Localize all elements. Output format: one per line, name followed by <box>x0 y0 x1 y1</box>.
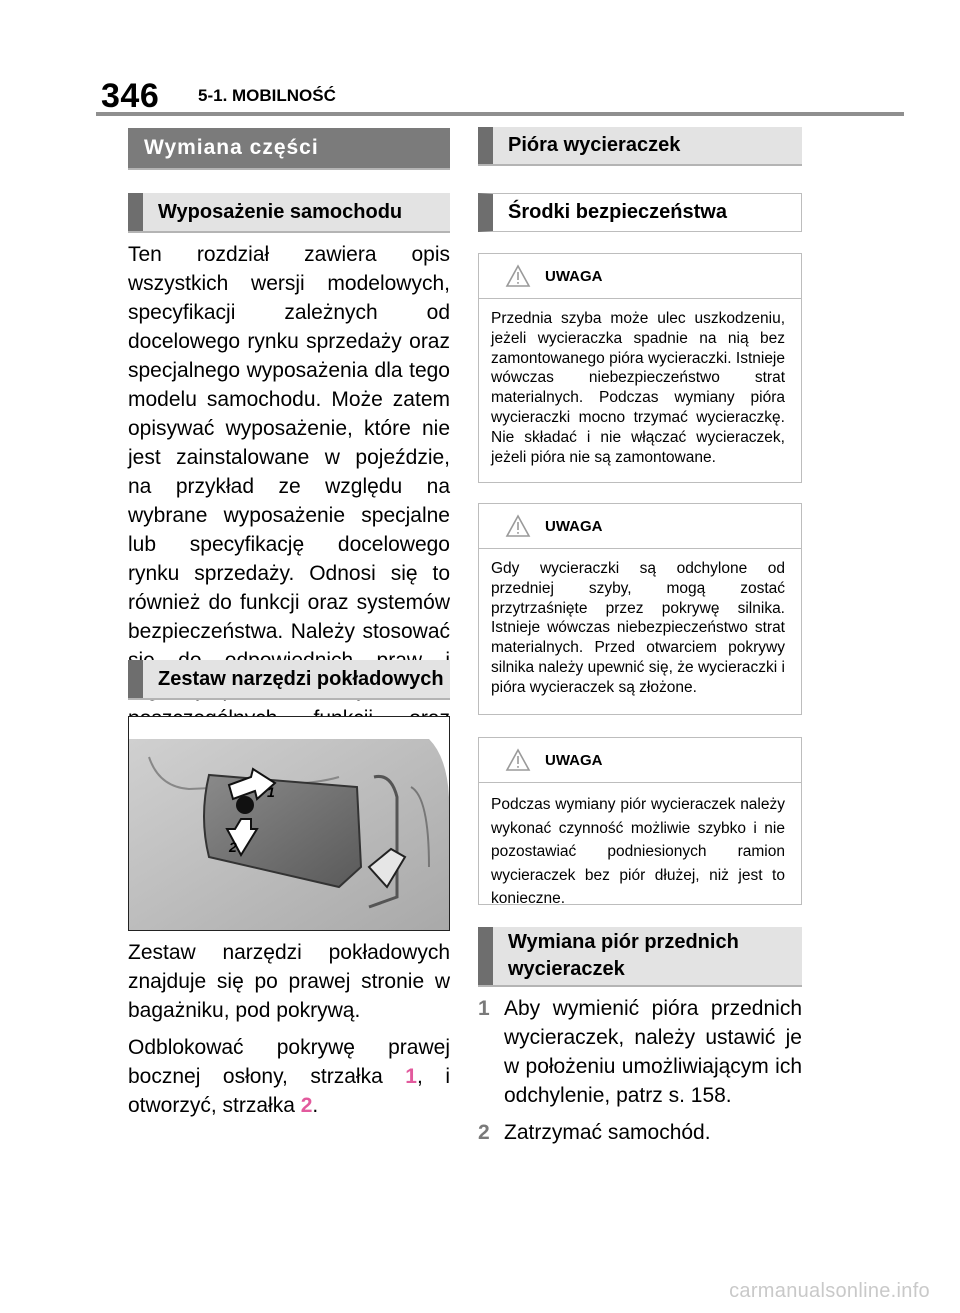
step-1: 1 Aby wymienić pióra przednich wycieracz… <box>478 994 802 1110</box>
warning-box-3: UWAGA Podczas wymiany piór wycieraczek n… <box>478 737 802 907</box>
warning-header-2: UWAGA <box>479 504 801 549</box>
warning-text-3: Podczas wymiany piór wycieraczek należy … <box>491 796 785 907</box>
step-1-number: 1 <box>478 997 490 1020</box>
toolkit-paragraph: Zestaw narzędzi pokładowych znajduje się… <box>128 938 450 1120</box>
heading-wiper-blades-text: Pióra wycieraczek <box>508 134 681 156</box>
subheading-toolkit-text: Zestaw narzędzi pokładowych <box>158 667 444 690</box>
panel-lock-knob <box>236 796 254 814</box>
warning-box-2: UWAGA Gdy wycieraczki są odchylone od pr… <box>478 503 802 715</box>
warning-label-3: UWAGA <box>545 751 603 769</box>
step-2-text: Zatrzymać samochód. <box>504 1121 711 1144</box>
warning-triangle-icon <box>505 748 531 771</box>
subheading-equipment: Wyposażenie samochodu <box>128 193 450 231</box>
arrow-1-label: 1 <box>267 784 275 800</box>
subheading-safety: Środki bezpieczeństwa <box>478 193 802 232</box>
trunk-panel-drawing: 1 2 <box>129 717 449 930</box>
unlock-text-a: Odblokować pokrywę prawej bocznej osłony… <box>128 1036 450 1088</box>
step-2-number: 2 <box>478 1121 490 1144</box>
arrow-1: 1 <box>227 767 277 801</box>
subheading-toolkit: Zestaw narzędzi pokładowych <box>128 660 450 698</box>
arrow-2-label: 2 <box>228 839 237 855</box>
section-title: 5-1. MOBILNOŚĆ <box>198 86 336 105</box>
unlock-arrow-1-ref: 1 <box>405 1065 417 1088</box>
step-1-text: Aby wymienić pióra przednich wycieraczek… <box>504 997 802 1107</box>
unlock-text-c: . <box>312 1094 319 1117</box>
warning-header-3: UWAGA <box>479 738 801 783</box>
toolkit-paragraph-text: Zestaw narzędzi pokładowych znajduje się… <box>128 941 450 1022</box>
main-heading-parts: Wymiana części <box>128 128 450 168</box>
unlock-arrow-2-ref: 2 <box>300 1094 313 1117</box>
subheading-front-wipers-text: Wymiana piór przednich wycieraczek <box>508 931 739 980</box>
arrow-2: 2 <box>225 818 259 858</box>
warning-box-1: UWAGA Przednia szyba może ulec uszkodzen… <box>478 253 802 483</box>
page-number: 346 <box>101 77 160 115</box>
toolkit-illustration: 1 2 <box>128 716 450 931</box>
subheading-front-wipers: Wymiana piór przednich wycieraczek <box>478 927 802 985</box>
warning-triangle-icon <box>505 264 531 287</box>
warning-triangle-icon <box>505 514 531 537</box>
main-heading-parts-text: Wymiana części <box>144 136 319 159</box>
unlock-paragraph: Odblokować pokrywę prawej bocznej osłony… <box>128 1033 450 1120</box>
warning-label-1: UWAGA <box>545 267 603 285</box>
warning-header-1: UWAGA <box>479 254 801 299</box>
warning-label-2: UWAGA <box>545 517 603 535</box>
warning-text-1: Przednia szyba może ulec uszkodzeniu, je… <box>491 310 785 466</box>
unlock-text-b: , i otworzyć, strzałka <box>128 1065 450 1117</box>
steps-list: 1 Aby wymienić pióra przednich wycieracz… <box>478 994 802 1147</box>
subheading-safety-text: Środki bezpieczeństwa <box>508 201 727 223</box>
warning-text-2: Gdy wycieraczki są odchylone od przednie… <box>491 560 785 696</box>
subheading-equipment-text: Wyposażenie samochodu <box>158 200 403 223</box>
watermark: carmanualsonline.info <box>729 1280 930 1302</box>
step-2: 2 Zatrzymać samochód. <box>478 1118 802 1147</box>
header-rule <box>96 112 904 116</box>
heading-wiper-blades: Pióra wycieraczek <box>478 127 802 164</box>
